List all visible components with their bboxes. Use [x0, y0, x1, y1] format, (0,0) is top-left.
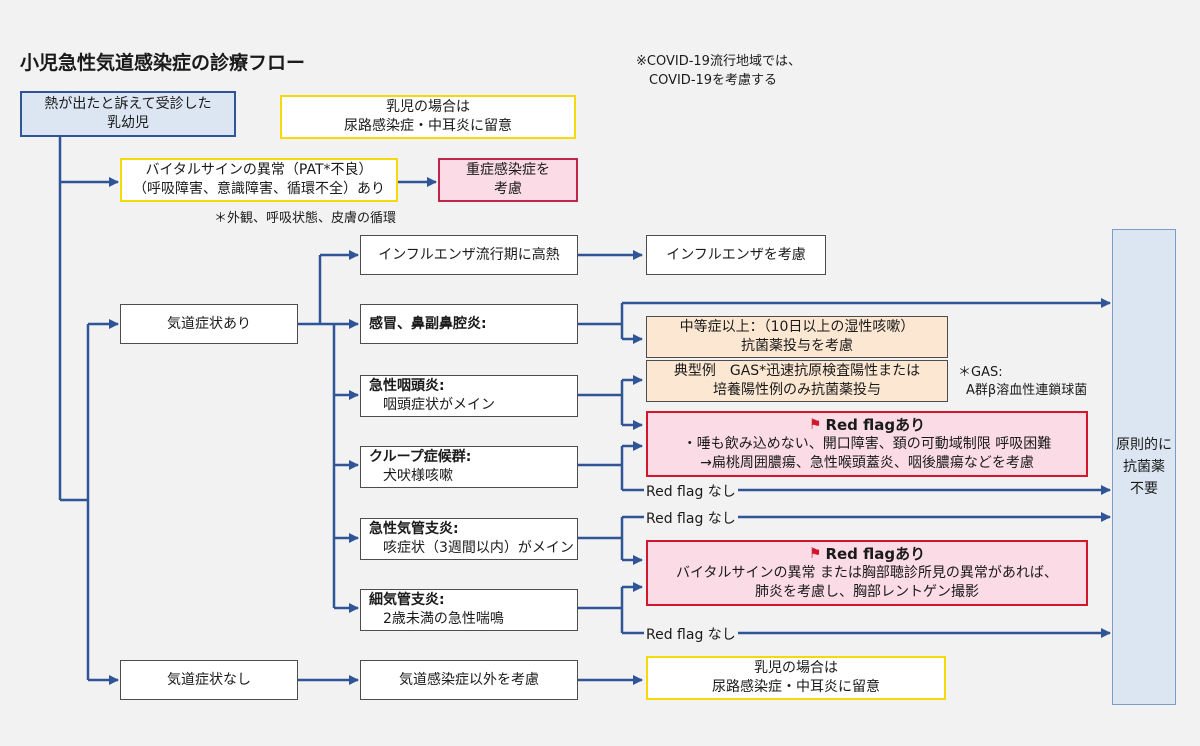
moderate-box: 中等症以上：（10日以上の湿性咳嗽） 抗菌薬投与を考慮 [646, 316, 948, 358]
typical-case-box: 典型例 GAS*迅速抗原検査陽性または 培養陽性例のみ抗菌薬投与 [646, 360, 948, 402]
pat-note: ＊外観、呼吸状態、皮膚の循環 [214, 211, 397, 226]
no-red-flag-bronchiolitis: Red flag なし [644, 624, 738, 644]
cold-sinusitis-box: 感冒、鼻副鼻腔炎: [360, 304, 578, 344]
pharyngitis-box: 急性咽頭炎: 咽頭症状がメイン [360, 375, 578, 417]
no-red-flag-croup: Red flag なし [644, 481, 738, 501]
infant-note-top: 乳児の場合は 尿路感染症・中耳炎に留意 [280, 95, 576, 139]
covid-note: ※COVID-19流行地域では、 COVID-19を考慮する [636, 54, 801, 88]
no-red-flag-bronchitis: Red flag なし [644, 508, 738, 528]
vital-signs-box: バイタルサインの異常（PAT*不良） （呼吸障害、意識障害、循環不全）あり [120, 158, 398, 202]
start-box: 熱が出たと訴えて受診した 乳幼児 [20, 91, 236, 137]
bronchitis-box: 急性気管支炎: 咳症状（3週間以内）がメイン [360, 518, 578, 560]
croup-box: クループ症候群: 犬吠様咳嗽 [360, 446, 578, 488]
red-flag-box-1: ⚑ Red flagあり ・唾も飲み込めない、開口障害、頚の可動域制限 呼吸困難… [646, 411, 1088, 477]
no-antibiotics-box: 原則的に 抗菌薬 不要 [1112, 229, 1176, 705]
resp-symptoms-no: 気道症状なし [120, 660, 298, 700]
non-resp-infection-box: 気道感染症以外を考慮 [360, 660, 578, 700]
infant-note-bottom: 乳児の場合は 尿路感染症・中耳炎に留意 [646, 656, 946, 700]
gas-note: ＊GAS: A群β溶血性連鎖球菌 [958, 365, 1088, 398]
red-flag-icon: ⚑ [808, 545, 822, 562]
page-title: 小児急性気道感染症の診療フロー [20, 52, 306, 74]
flu-consider-box: インフルエンザを考慮 [646, 235, 826, 275]
red-flag-box-2: ⚑ Red flagあり バイタルサインの異常 または胸部聴診所見の異常があれば… [646, 540, 1088, 606]
red-flag-icon: ⚑ [808, 416, 822, 433]
red-flag-heading-2: ⚑ Red flagあり [808, 544, 926, 563]
flu-season-box: インフルエンザ流行期に高熱 [360, 235, 578, 275]
bronchiolitis-box: 細気管支炎: 2歳未満の急性喘鳴 [360, 589, 578, 631]
resp-symptoms-yes: 気道症状あり [120, 304, 298, 344]
severe-infection-box: 重症感染症を 考慮 [438, 158, 578, 202]
red-flag-heading-1: ⚑ Red flagあり [808, 415, 926, 434]
